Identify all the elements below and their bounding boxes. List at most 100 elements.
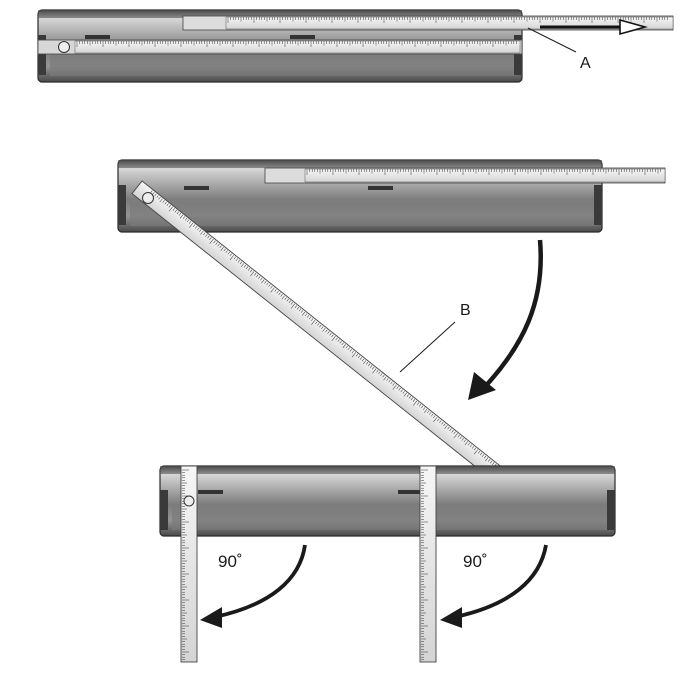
ruler-tick: [335, 337, 338, 341]
ruler-tick: [392, 382, 395, 386]
ruler-tick: [168, 206, 173, 212]
ruler-tick: [444, 425, 448, 429]
pivot-icon: [58, 41, 70, 53]
ruler-tick: [266, 282, 269, 286]
panel-3-right-angle: 90˚ 90˚: [159, 465, 616, 663]
callout-line-b: [399, 321, 456, 373]
ruler-tick: [229, 253, 232, 257]
ruler-tick: [464, 441, 468, 446]
ruler-tick: [317, 323, 320, 326]
ruler-tick: [400, 389, 403, 393]
ruler-tick: [386, 378, 389, 381]
ruler-tick: [433, 416, 438, 422]
ruler-tick: [359, 357, 363, 360]
angle-label-left: 90˚: [218, 552, 243, 571]
ruler-tick: [179, 214, 184, 219]
ruler-tick: [207, 235, 210, 239]
ruler-tick: [290, 303, 295, 309]
ruler-tick: [416, 402, 420, 406]
ruler-tick: [193, 224, 196, 228]
ruler-tick: [485, 457, 489, 462]
ruler-tick: [437, 418, 440, 422]
ruler-tick: [380, 373, 383, 376]
ruler-tick: [301, 311, 306, 316]
ruler-tick: [152, 191, 155, 195]
ruler-tick: [325, 329, 328, 333]
ruler-tick: [357, 355, 361, 359]
ruler-tick: [270, 285, 273, 289]
ruler-tick: [276, 290, 279, 294]
ruler-tick: [296, 306, 300, 310]
pivot-icon: [142, 192, 154, 204]
ruler-tick: [345, 345, 348, 349]
ruler-tick: [278, 292, 281, 295]
ruler-tick: [473, 449, 479, 455]
ruler-tick: [420, 405, 424, 409]
ruler-tick: [429, 412, 432, 415]
ruler-tick: [258, 276, 261, 279]
ruler-tick: [341, 342, 344, 346]
ruler-tick: [331, 334, 334, 338]
ruler-tick: [203, 232, 206, 236]
vertical-ruler-right: [419, 465, 437, 663]
ruler-tick: [403, 392, 407, 397]
ruler-tick: [342, 344, 346, 348]
callout-line-a: [527, 27, 577, 53]
ruler-tick: [479, 452, 483, 456]
ruler-tick: [261, 279, 265, 284]
lower-ruler-1: [37, 39, 523, 55]
ruler-tick: [339, 340, 342, 344]
ruler-tick: [247, 268, 251, 271]
ruler-tick: [213, 240, 216, 244]
ruler-tick: [309, 316, 312, 320]
ruler-tick: [250, 271, 255, 277]
ruler-tick: [195, 225, 198, 229]
ruler-tick: [209, 238, 214, 244]
ruler-tick: [490, 460, 493, 464]
ruler-tick: [422, 407, 426, 410]
ruler-tick: [449, 428, 452, 431]
ruler-tick: [376, 370, 379, 373]
panel-2-rotating-ruler: B: [117, 159, 666, 500]
ruler-tick: [164, 201, 167, 205]
ruler-tick: [298, 308, 302, 312]
ruler-tick: [159, 198, 163, 203]
ruler-tick: [219, 245, 222, 249]
ruler-tick: [469, 444, 473, 448]
ruler-tick: [347, 347, 350, 351]
ruler-tick: [412, 399, 416, 402]
ruler-tick: [174, 209, 177, 213]
ruler-tick: [481, 454, 485, 457]
ruler-tick: [254, 272, 257, 276]
ruler-tick: [178, 213, 182, 216]
ruler-tick: [188, 221, 192, 224]
ruler-tick: [209, 237, 212, 240]
ruler-tick: [300, 310, 304, 313]
curved-arrow-icon: [478, 239, 543, 394]
ruler-tick: [290, 302, 293, 305]
ruler-tick: [168, 204, 171, 208]
ruler-tick: [453, 431, 456, 435]
ruler-tick: [189, 222, 194, 228]
ruler-tick: [443, 423, 446, 427]
ruler-tick: [197, 227, 200, 231]
ruler-tick: [473, 447, 477, 451]
ruler-tick: [172, 208, 175, 211]
ruler-tick: [315, 321, 318, 325]
ruler-tick: [433, 415, 436, 419]
ruler-tick: [215, 242, 218, 245]
ruler-tick: [447, 426, 450, 430]
curved-arrow-icon: [454, 544, 548, 619]
ruler-tick: [383, 376, 387, 381]
ruler-tick: [398, 387, 401, 391]
arrow-head-icon: [468, 372, 496, 400]
ruler-tick: [186, 219, 190, 223]
ruler-tick: [388, 379, 391, 383]
ruler-tick: [382, 374, 385, 378]
ruler-tick: [378, 371, 381, 375]
extend-arrow-icon: [619, 18, 648, 36]
ruler-tick: [337, 339, 340, 342]
ruler-tick: [477, 450, 481, 454]
ruler-scale: [421, 469, 428, 661]
